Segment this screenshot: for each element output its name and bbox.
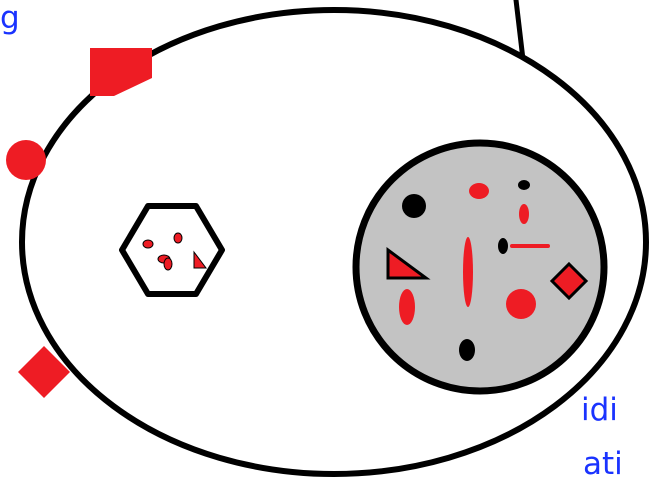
label-top-left-fragment: g: [0, 0, 20, 36]
nucleus-black-dot-1: [402, 194, 426, 218]
nucleus-red-dot-1: [469, 183, 489, 199]
small-hexagon-container: [122, 206, 222, 294]
nucleus-black-dot-2: [518, 180, 530, 190]
nucleus-black-dot-3: [498, 238, 508, 254]
nucleus-red-long-ellipse: [463, 237, 473, 307]
membrane-circle-marker: [6, 140, 46, 180]
label-lower-right-fragment-1: idi: [581, 392, 618, 428]
nucleus-red-dot-2: [519, 204, 529, 224]
nucleus-red-circle-right: [506, 289, 536, 319]
hexagon-red-dot-4: [164, 258, 172, 270]
label-lower-right-fragment-2: ati: [583, 446, 623, 482]
hexagon-red-dot-1: [143, 240, 153, 248]
hexagon-red-dot-2: [174, 233, 182, 243]
nucleus-black-dot-4: [459, 339, 475, 361]
nucleus-red-ellipse-left: [399, 289, 415, 325]
